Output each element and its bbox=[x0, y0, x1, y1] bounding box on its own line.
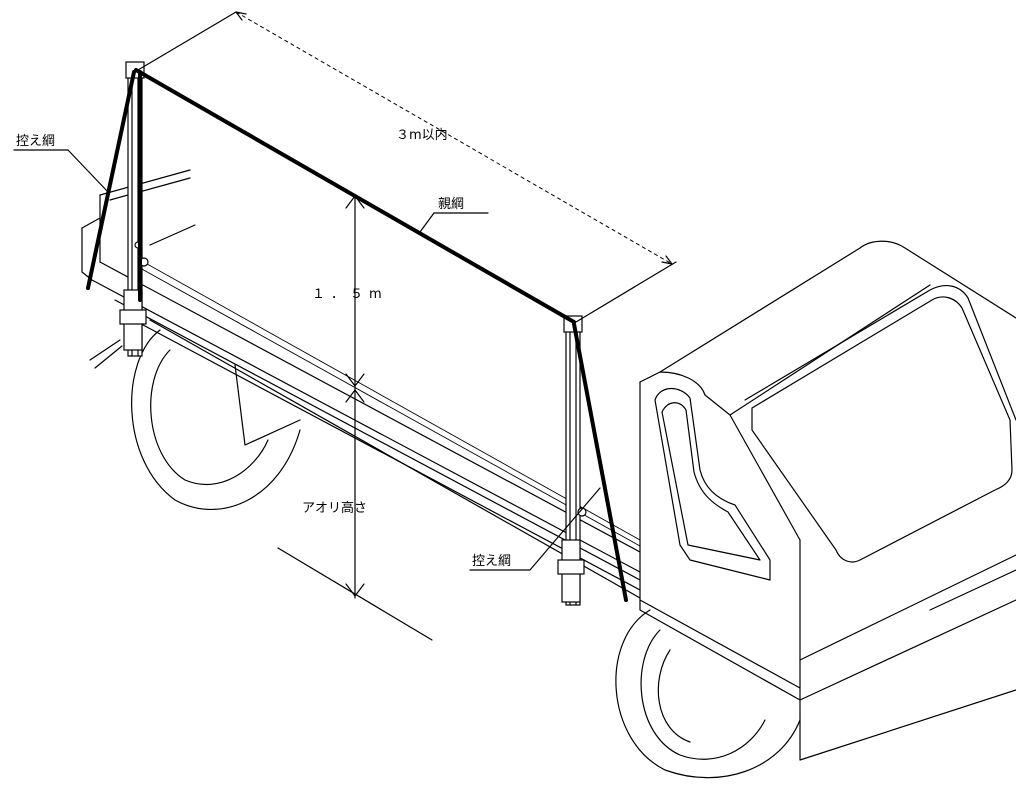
tailgate-height-label: アオリ高さ bbox=[302, 500, 367, 516]
span-dimension bbox=[137, 11, 677, 323]
front-wheel bbox=[615, 609, 801, 779]
post-right bbox=[557, 315, 587, 606]
main-rope-label: 親綱 bbox=[438, 197, 464, 212]
rear-wheel bbox=[131, 329, 301, 510]
height-label: １．５m bbox=[312, 287, 388, 302]
height-dimension bbox=[277, 195, 433, 641]
truck-bed bbox=[81, 169, 641, 599]
guy-rope-label-right: 控え綱 bbox=[472, 554, 511, 569]
guy-rope-label-left: 控え綱 bbox=[16, 134, 55, 149]
span-max-label: ３m以内 bbox=[396, 127, 448, 143]
leader-lines bbox=[13, 149, 601, 571]
guy-ropes bbox=[86, 70, 628, 602]
truck-cab bbox=[639, 240, 1016, 761]
